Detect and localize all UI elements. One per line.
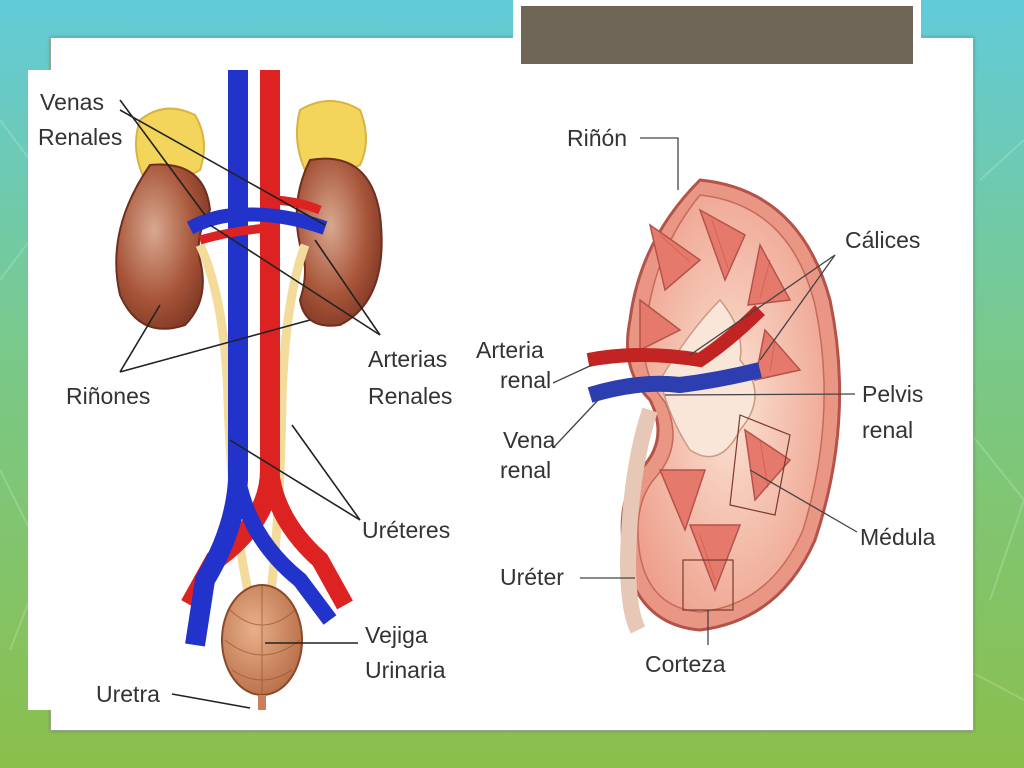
renal-artery-left (198, 223, 271, 245)
label-vena-renal-line2: renal (500, 457, 551, 483)
aorta-right-branch (261, 468, 353, 610)
renal-vein-left (186, 208, 239, 235)
label-arteria-renal-line2: renal (500, 367, 551, 393)
label-uretra: Uretra (96, 681, 160, 707)
right-kidney (295, 157, 383, 327)
kidney-ureter (619, 407, 658, 634)
renal-artery-right (269, 195, 322, 215)
label-rinon: Riñón (567, 125, 627, 151)
label-vejiga-urinaria-line2: Urinaria (365, 657, 446, 683)
right-leader-lines (552, 137, 858, 645)
left-leader-lines (119, 99, 381, 709)
title-bar-fill (521, 6, 913, 64)
renal-artery (586, 305, 765, 368)
title-placeholder-bar (513, 0, 921, 72)
label-arterias-renales-line2: Renales (368, 383, 452, 409)
left-adrenal-gland (135, 107, 205, 183)
right-adrenal-gland (295, 100, 367, 175)
renal-vein-right (237, 207, 328, 235)
medulla-pyramids (639, 208, 802, 593)
left-anatomy-illustration (115, 70, 383, 710)
label-arteria-renal-line1: Arteria (476, 337, 544, 363)
renal-vein (587, 362, 762, 403)
label-arterias-renales-line1: Arterias (368, 346, 447, 372)
label-calices: Cálices (845, 227, 920, 253)
label-rinones: Riñones (66, 383, 150, 409)
label-corteza: Corteza (645, 651, 726, 677)
label-ureteres: Uréteres (362, 517, 450, 543)
right-kidney-section-illustration (586, 178, 842, 634)
label-medula: Médula (860, 524, 936, 550)
label-ureter: Uréter (500, 564, 564, 590)
label-vejiga-urinaria-line1: Vejiga (365, 622, 428, 648)
label-venas-renales-line2: Renales (38, 124, 122, 150)
label-vena-renal-line1: Vena (503, 427, 556, 453)
label-pelvis-renal-line2: renal (862, 417, 913, 443)
label-pelvis-renal-line1: Pelvis (862, 381, 923, 407)
vena-cava-right-branch (230, 478, 337, 625)
left-kidney (115, 163, 212, 330)
label-venas-renales-line1: Venas (40, 89, 104, 115)
